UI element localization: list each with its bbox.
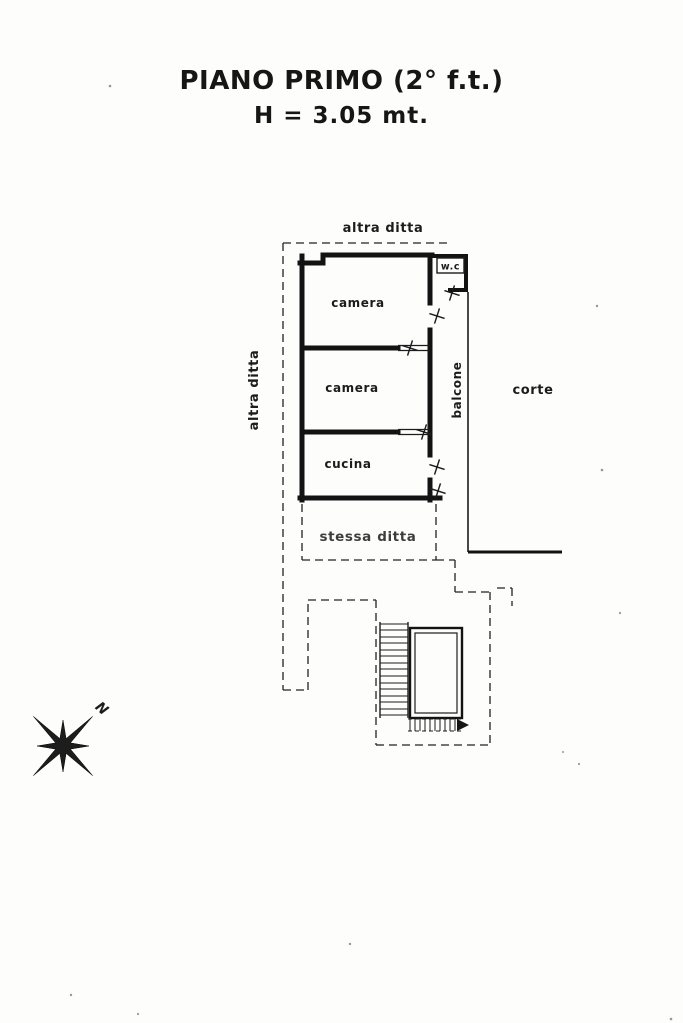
- boundary-dashed-lines: [282, 242, 513, 746]
- stairwell-rect-outer: [408, 626, 464, 720]
- room-label-camera-2: camera: [325, 381, 378, 395]
- room-label-camera-1: camera: [331, 296, 384, 310]
- boundary-label-altra-ditta-top: altra ditta: [343, 221, 424, 236]
- plan-height-note: H = 3.05 mt.: [254, 103, 429, 129]
- compass-north-label: N: [92, 699, 112, 719]
- boundary-label-altra-ditta-left: altra ditta: [247, 350, 262, 431]
- outside-label-corte: corte: [512, 383, 553, 398]
- door-tick: [429, 459, 445, 475]
- stair-bottom-ticks: [408, 718, 462, 732]
- room-label-balcone: balcone: [450, 361, 464, 418]
- compass-rose: N: [33, 699, 112, 776]
- door-tick: [444, 285, 460, 301]
- stair-direction-arrow: [457, 719, 469, 731]
- title-block: PIANO PRIMO (2° f.t.) H = 3.05 mt.: [0, 66, 683, 129]
- door-tick: [430, 483, 446, 499]
- room-label-wc: w.c: [441, 262, 460, 273]
- partition-thin-lines: [398, 344, 430, 436]
- scan-speckles: [69, 84, 673, 1021]
- room-label-cucina: cucina: [324, 457, 371, 471]
- stairwell-rect-inner: [414, 632, 458, 714]
- outside-label-stessa-ditta: stessa ditta: [319, 529, 416, 545]
- door-tick-marks: [402, 285, 460, 499]
- plan-title: PIANO PRIMO (2° f.t.): [179, 66, 504, 96]
- door-tick: [416, 424, 432, 440]
- stair-treads: [379, 622, 409, 718]
- wc-label-box: [436, 257, 465, 274]
- door-tick: [402, 340, 418, 356]
- door-tick: [429, 308, 445, 324]
